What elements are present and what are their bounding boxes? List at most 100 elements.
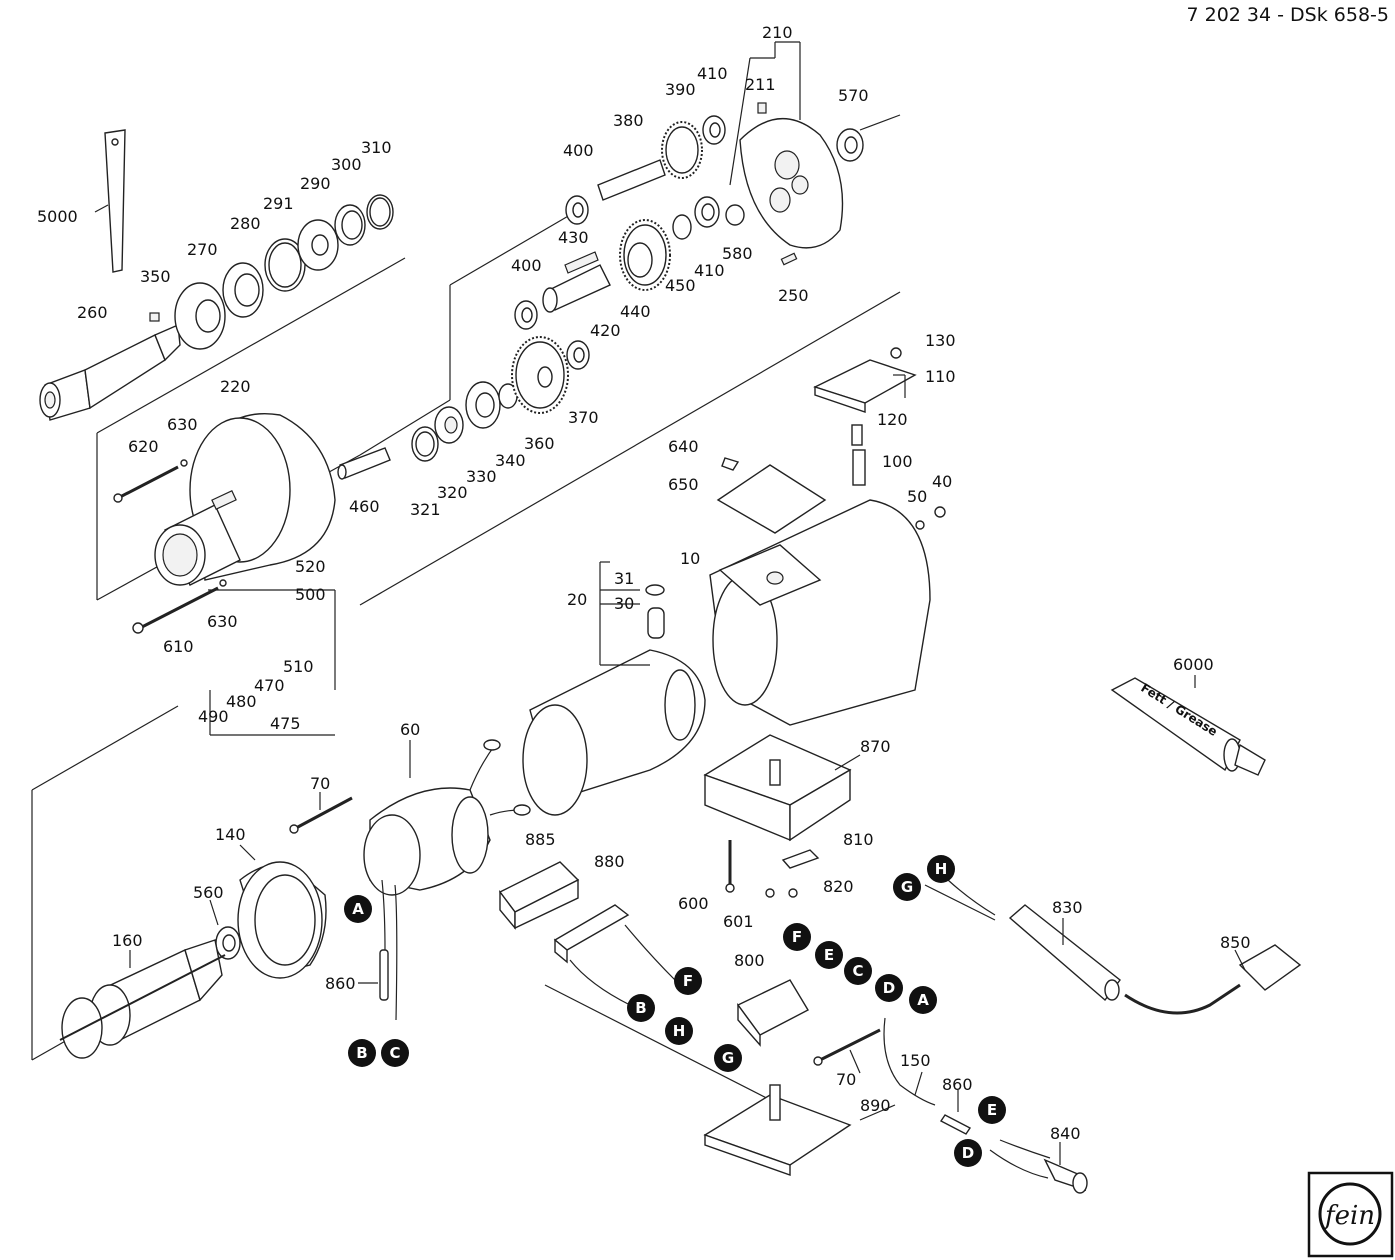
part-label: 460 bbox=[349, 497, 380, 516]
connector-marker-e: E bbox=[815, 941, 843, 969]
part-label: 321 bbox=[410, 500, 441, 519]
part-label: 291 bbox=[263, 194, 294, 213]
svg-text:H: H bbox=[673, 1022, 686, 1040]
part-label: 30 bbox=[614, 594, 634, 613]
part-label: 880 bbox=[594, 852, 625, 871]
part-label: 260 bbox=[77, 303, 108, 322]
part-label: 150 bbox=[900, 1051, 931, 1070]
svg-text:B: B bbox=[356, 1044, 367, 1062]
part-label: 570 bbox=[838, 86, 869, 105]
part-label: 650 bbox=[668, 475, 699, 494]
svg-text:A: A bbox=[352, 900, 364, 918]
part-label: 290 bbox=[300, 174, 331, 193]
part-label: 400 bbox=[511, 256, 542, 275]
connector-marker-d: D bbox=[954, 1139, 982, 1167]
part-label: 10 bbox=[680, 549, 700, 568]
part-label: 601 bbox=[723, 912, 754, 931]
part-label: 250 bbox=[778, 286, 809, 305]
part-label: 40 bbox=[932, 472, 952, 491]
cover-890 bbox=[703, 1084, 852, 1176]
part-label: 70 bbox=[310, 774, 330, 793]
part-label: 50 bbox=[907, 487, 927, 506]
connector-marker-a: A bbox=[344, 895, 372, 923]
part-label: 885 bbox=[525, 830, 556, 849]
fan-guard-140 bbox=[237, 861, 327, 979]
part-label: 130 bbox=[925, 331, 956, 350]
svg-text:A: A bbox=[917, 991, 929, 1009]
gear-360 bbox=[511, 336, 569, 414]
part-label: 560 bbox=[193, 883, 224, 902]
cap-885 bbox=[498, 861, 580, 930]
part-label: 370 bbox=[568, 408, 599, 427]
connector-marker-f: F bbox=[674, 967, 702, 995]
part-label: 70 bbox=[836, 1070, 856, 1089]
part-label: 475 bbox=[270, 714, 301, 733]
connector-marker-b: B bbox=[627, 994, 655, 1022]
part-label: 280 bbox=[230, 214, 261, 233]
svg-text:C: C bbox=[852, 962, 863, 980]
part-label: 410 bbox=[697, 64, 728, 83]
svg-text:D: D bbox=[962, 1144, 974, 1162]
connector-markers: A B C F B F E C D A H G H G E D bbox=[344, 855, 1006, 1167]
connector-marker-h: H bbox=[927, 855, 955, 883]
part-label: 60 bbox=[400, 720, 420, 739]
part-label: 410 bbox=[694, 261, 725, 280]
part-label: 630 bbox=[207, 612, 238, 631]
leader-lines bbox=[94, 41, 1246, 1165]
spindle-260 bbox=[39, 323, 181, 421]
part-label: 340 bbox=[495, 451, 526, 470]
part-label: 360 bbox=[524, 434, 555, 453]
part-label: 100 bbox=[882, 452, 913, 471]
part-label: 830 bbox=[1052, 898, 1083, 917]
svg-text:H: H bbox=[935, 860, 948, 878]
svg-text:G: G bbox=[722, 1049, 734, 1067]
part-label: 510 bbox=[283, 657, 314, 676]
part-label: 310 bbox=[361, 138, 392, 157]
svg-text:F: F bbox=[792, 928, 802, 946]
part-label: 630 bbox=[167, 415, 198, 434]
connector-marker-g: G bbox=[714, 1044, 742, 1072]
part-label: 5000 bbox=[37, 207, 78, 226]
part-label: 820 bbox=[823, 877, 854, 896]
part-label: 20 bbox=[567, 590, 587, 609]
gear-plate-210 bbox=[739, 118, 844, 249]
connector-marker-e: E bbox=[978, 1096, 1006, 1124]
armature-160 bbox=[59, 939, 226, 1059]
part-label: 430 bbox=[558, 228, 589, 247]
part-label: 6000 bbox=[1173, 655, 1214, 674]
connector-marker-f: F bbox=[783, 923, 811, 951]
part-label: 500 bbox=[295, 585, 326, 604]
switch-110 bbox=[813, 359, 917, 413]
part-label: 840 bbox=[1050, 1124, 1081, 1143]
part-labels: 210 211 410 390 570 380 400 5000 310 300… bbox=[37, 23, 1251, 1143]
part-label: 800 bbox=[734, 951, 765, 970]
terminal-800 bbox=[736, 979, 809, 1047]
connector-marker-d: D bbox=[875, 974, 903, 1002]
part-label: 850 bbox=[1220, 933, 1251, 952]
part-label: 330 bbox=[466, 467, 497, 486]
wrench-5000 bbox=[104, 129, 126, 273]
part-label: 470 bbox=[254, 676, 285, 695]
part-label: 490 bbox=[198, 707, 229, 726]
svg-text:E: E bbox=[824, 946, 834, 964]
part-label: 380 bbox=[613, 111, 644, 130]
part-label: 600 bbox=[678, 894, 709, 913]
connector-marker-b: B bbox=[348, 1039, 376, 1067]
connector-marker-a: A bbox=[909, 986, 937, 1014]
part-label: 440 bbox=[620, 302, 651, 321]
svg-text:F: F bbox=[683, 972, 693, 990]
part-label: 870 bbox=[860, 737, 891, 756]
part-label: 110 bbox=[925, 367, 956, 386]
part-label: 610 bbox=[163, 637, 194, 656]
part-label: 860 bbox=[325, 974, 356, 993]
part-label: 270 bbox=[187, 240, 218, 259]
part-label: 860 bbox=[942, 1075, 973, 1094]
connector-marker-h: H bbox=[665, 1017, 693, 1045]
part-label: 400 bbox=[563, 141, 594, 160]
svg-text:B: B bbox=[635, 999, 646, 1017]
part-label: 480 bbox=[226, 692, 257, 711]
part-label: 520 bbox=[295, 557, 326, 576]
part-label: 220 bbox=[220, 377, 251, 396]
part-label: 450 bbox=[665, 276, 696, 295]
